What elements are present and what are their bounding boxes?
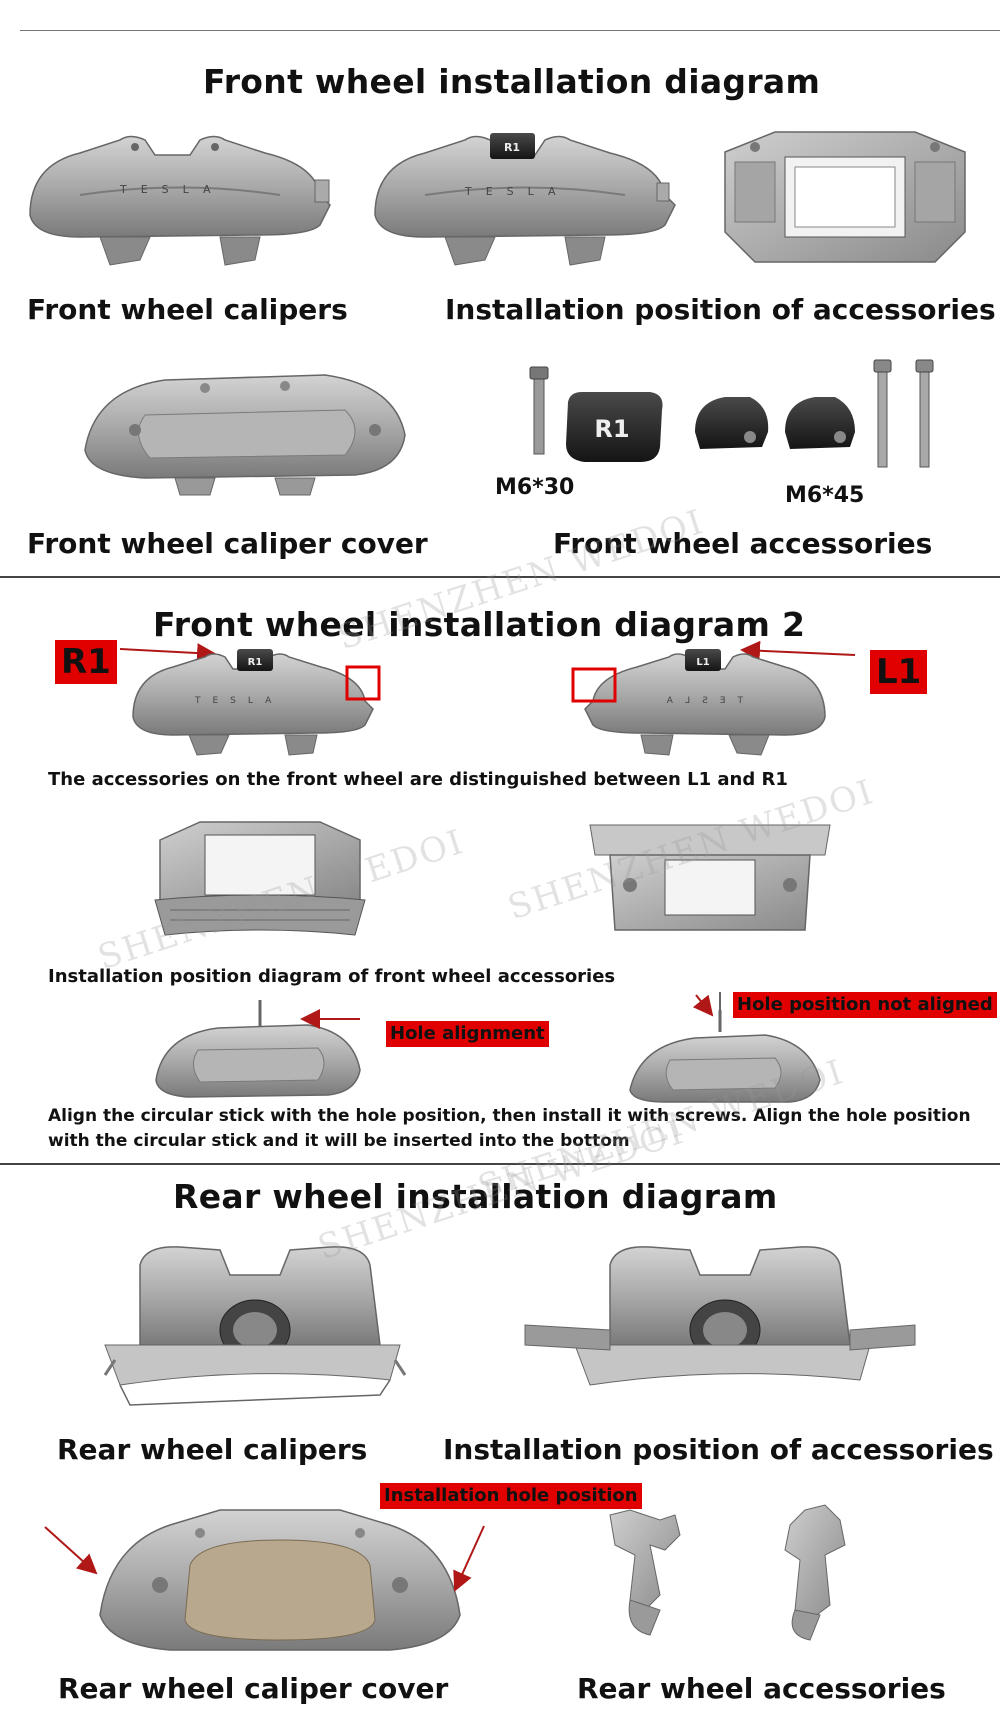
tag-r1: R1 (55, 640, 117, 684)
caption-front-caliper-cover: Front wheel caliper cover (27, 527, 428, 560)
bolt-label-short: M6*30 (495, 475, 575, 500)
note-distinguish: The accessories on the front wheel are d… (48, 769, 788, 790)
section-divider-2 (0, 1163, 1000, 1165)
caliper-body-image (724, 131, 966, 263)
tag-hole-not-aligned: Hole position not aligned (733, 992, 997, 1018)
caliper-l1-image: L1 TESLA (571, 649, 826, 756)
tag-l1: L1 (870, 650, 928, 694)
caption-installation-positions: Installation position of accessories (445, 293, 996, 326)
section1-title: Front wheel installation diagram (203, 62, 821, 101)
rear-caliper-cover-image (99, 1509, 461, 1651)
front-caliper-image: TESLA (29, 135, 331, 266)
front-caliper-accessory-image: R1 TESLA (374, 133, 676, 266)
rear-accessories-image (609, 1504, 846, 1641)
caption-rear-caliper-cover: Rear wheel caliper cover (58, 1672, 449, 1705)
caliper-body-left-image (154, 821, 366, 936)
rear-caliper-image (103, 1246, 407, 1406)
svg-text:L1: L1 (696, 657, 709, 668)
note-positions: Installation position diagram of front w… (48, 966, 616, 987)
tag-installation-hole-position: Installation hole position (380, 1483, 642, 1509)
rear-caliper-accessory-image (524, 1246, 916, 1386)
svg-text:R1: R1 (594, 415, 629, 443)
front-accessories-image: R1 (529, 359, 934, 468)
caption-rear-installation-positions: Installation position of accessories (443, 1433, 994, 1466)
caliper-body-right-image (589, 824, 831, 931)
tag-hole-alignment: Hole alignment (386, 1021, 549, 1047)
svg-text:TESLA: TESLA (119, 183, 225, 196)
svg-text:TESLA: TESLA (655, 696, 744, 706)
hole-alignment-caliper-image (155, 1000, 361, 1098)
caption-front-accessories: Front wheel accessories (553, 527, 933, 560)
svg-text:TESLA: TESLA (194, 696, 283, 706)
caption-front-calipers: Front wheel calipers (27, 293, 348, 326)
svg-text:R1: R1 (248, 657, 263, 668)
section2-title: Front wheel installation diagram 2 (153, 605, 806, 644)
section-divider-1 (0, 576, 1000, 578)
top-divider (20, 30, 1000, 31)
note-align: Align the circular stick with the hole p… (48, 1106, 971, 1151)
caption-rear-accessories: Rear wheel accessories (577, 1672, 946, 1705)
svg-text:R1: R1 (504, 141, 520, 154)
caliper-r1-image: R1 TESLA (132, 649, 381, 756)
caption-rear-calipers: Rear wheel calipers (57, 1433, 368, 1466)
section3-title: Rear wheel installation diagram (173, 1177, 778, 1216)
bolt-label-long: M6*45 (785, 483, 865, 508)
front-caliper-cover-image (84, 374, 406, 496)
hole-misaligned-caliper-image (629, 1010, 821, 1103)
svg-text:TESLA: TESLA (464, 185, 570, 198)
